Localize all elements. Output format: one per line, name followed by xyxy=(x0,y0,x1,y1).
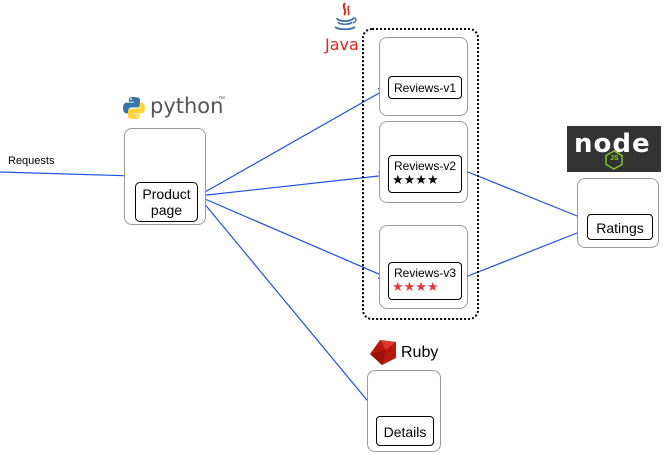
python-logo: python ™ xyxy=(122,94,225,121)
productpage-label-line2: page xyxy=(150,202,183,218)
java-logo: Java xyxy=(325,2,365,54)
arrow-productpage-to-reviews-v1 xyxy=(197,87,389,197)
nodejs-hexagon-icon xyxy=(605,150,623,170)
arrow-requests-to-productpage xyxy=(0,170,136,181)
details-service[interactable]: Details xyxy=(376,416,434,446)
python-icon xyxy=(123,97,145,119)
reviews-v3-service[interactable]: Reviews-v3 ★★★★ xyxy=(388,262,462,300)
reviews-v2-service[interactable]: Reviews-v2 ★★★★ xyxy=(388,155,462,193)
reviews-v2-label: Reviews-v2 xyxy=(393,159,456,173)
reviews-v1-service[interactable]: Reviews-v1 xyxy=(388,76,462,99)
reviews-v3-stars: ★★★★ xyxy=(392,279,439,294)
ruby-gem-icon xyxy=(370,340,396,365)
ratings-service[interactable]: Ratings xyxy=(587,214,653,240)
reviews-v1-label: Reviews-v1 xyxy=(393,81,456,95)
nodejs-js-label: JS xyxy=(610,155,619,162)
arrow-reviews-v3-to-ratings xyxy=(462,227,588,279)
arrow-productpage-to-details xyxy=(197,195,382,418)
python-trademark: ™ xyxy=(218,96,225,103)
arrow-productpage-to-reviews-v3 xyxy=(197,195,389,280)
node-logo: node JS xyxy=(567,126,661,172)
java-icon xyxy=(334,2,357,31)
productpage-service[interactable]: Product page xyxy=(135,182,198,222)
arrow-reviews-v2-to-ratings xyxy=(462,169,588,222)
reviews-v2-stars: ★★★★ xyxy=(392,172,439,187)
reviews-group xyxy=(362,28,479,320)
java-wordmark: Java xyxy=(325,35,359,54)
ratings-label: Ratings xyxy=(596,220,644,236)
python-wordmark: python xyxy=(150,94,224,118)
node-wordmark: node xyxy=(574,129,651,159)
reviews-v3-label: Reviews-v3 xyxy=(393,266,456,280)
ruby-logo: Ruby xyxy=(368,338,448,368)
productpage-label-line1: Product xyxy=(142,186,191,202)
requests-label: Requests xyxy=(8,155,55,167)
details-label: Details xyxy=(383,424,427,440)
arrow-productpage-to-reviews-v2 xyxy=(197,171,389,197)
ruby-wordmark: Ruby xyxy=(401,344,439,361)
